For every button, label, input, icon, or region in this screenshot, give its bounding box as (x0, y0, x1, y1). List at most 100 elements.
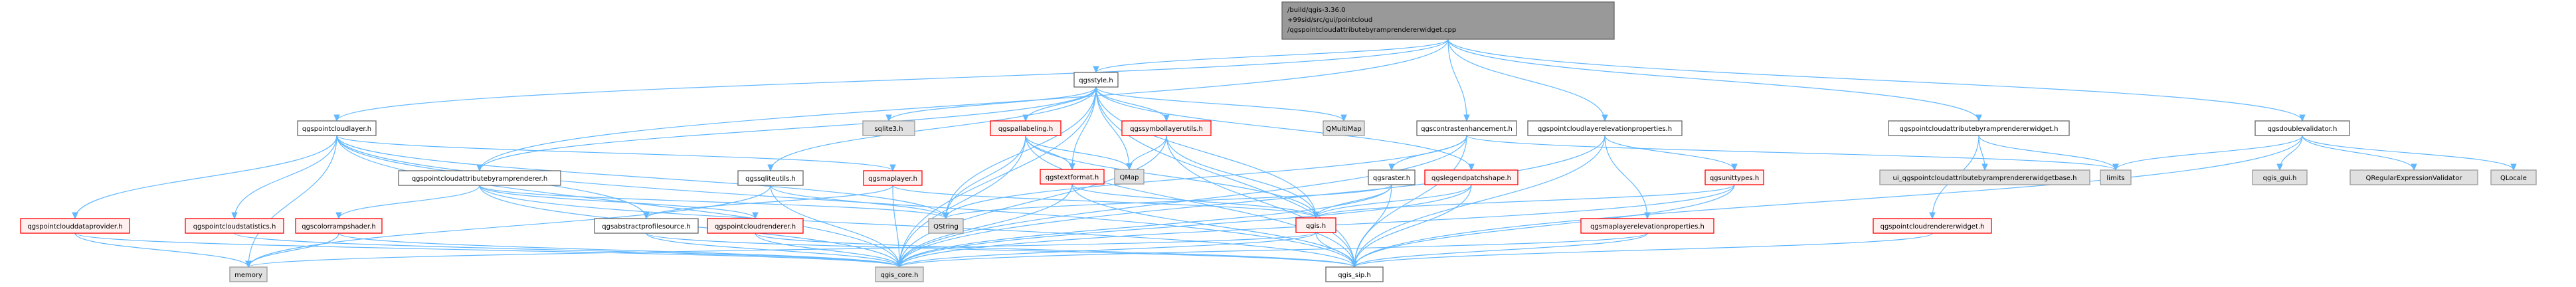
node-qgssqliteutils[interactable]: qgssqliteutils.h (737, 170, 804, 186)
edge-qgscontrastenhancement-to-limits (1466, 135, 2116, 171)
node-qgis_sip[interactable]: qgis_sip.h (1325, 266, 1384, 282)
node-label: qgspointcloudrenderer.h (715, 223, 796, 231)
node-label: qgsmaplayerelevationproperties.h (1590, 223, 1704, 231)
arrowhead-icon (1163, 114, 1170, 122)
arrowhead-icon (896, 260, 903, 268)
arrowhead-icon (1929, 212, 1936, 220)
edge-root-to-qgspointcloudattributebyramprenderer (479, 39, 1449, 171)
node-qgssymbollayerutils[interactable]: qgssymbollayerutils.h (1121, 120, 1212, 136)
edge-qgspallabeling-to-qgis_core (899, 135, 1026, 268)
node-label: QRegularExpressionValidator (2366, 175, 2463, 182)
edge-qgsdoublevalidator-to-QLocale (2302, 135, 2514, 171)
edge-qgspointcloudattributebyramprenderer-to-QString (479, 185, 947, 219)
node-qgspointcloudattributebyramprenderer[interactable]: qgspointcloudattributebyramprenderer.h (398, 170, 561, 186)
node-qgsraster[interactable]: qgsraster.h (1368, 169, 1416, 185)
node-label: limits (2106, 175, 2124, 182)
node-label: qgsraster.h (1373, 175, 1410, 182)
node-qgsmaplayerelevationproperties[interactable]: qgsmaplayerelevationproperties.h (1580, 218, 1714, 234)
node-qgis[interactable]: qgis.h (1295, 217, 1336, 233)
edge-qgspointcloudlayer-to-qgspointclouddataprovider (74, 135, 337, 219)
node-qgsabstractprofilesource[interactable]: qgsabstractprofilesource.h (594, 218, 699, 234)
edge-qgspallabeling-to-QMap (1025, 135, 1130, 170)
arrowhead-icon (333, 114, 340, 122)
edge-qgspointcloudattributebyramprenderer-to-qgscolorrampshader (338, 185, 480, 219)
edge-qgspointcloudrenderer-to-qgis_sip (755, 233, 1355, 268)
node-label: qgspallabeling.h (998, 126, 1053, 133)
node-qgsmaplayer[interactable]: qgsmaplayer.h (863, 170, 923, 186)
node-box (1888, 120, 2070, 136)
nodes-layer: /build/qgis-3.36.0+99sid/src/gui/pointcl… (20, 1, 2537, 282)
node-qgsdoublevalidator[interactable]: qgsdoublevalidator.h (2254, 120, 2350, 136)
node-label: qgsstyle.h (1079, 77, 1113, 84)
node-label: sqlite3.h (874, 126, 903, 133)
arrowhead-icon (1976, 114, 1982, 122)
node-label: qgspointcloudrendererwidget.h (1881, 223, 1985, 231)
node-qgscontrastenhancement[interactable]: qgscontrastenhancement.h (1416, 120, 1517, 136)
node-box (1323, 120, 1365, 136)
node-sqlite3: sqlite3.h (862, 120, 915, 136)
node-qgslegendpatchshape[interactable]: qgslegendpatchshape.h (1424, 169, 1518, 185)
node-QRegularExpressionValidator: QRegularExpressionValidator (2349, 169, 2478, 185)
edge-qgspointcloudrendererwidget-to-qgis_sip (1354, 233, 1933, 268)
node-root: /build/qgis-3.36.0+99sid/src/gui/pointcl… (1281, 1, 1615, 40)
edges-layer (72, 39, 2517, 268)
node-box (185, 218, 284, 234)
node-box (862, 120, 915, 136)
arrowhead-icon (943, 212, 949, 220)
node-label: QString (933, 223, 959, 231)
edge-qgscolorrampshader-to-qgis_core (338, 233, 900, 268)
node-qgspointcloudrenderer[interactable]: qgspointcloudrenderer.h (707, 218, 804, 234)
edge-qgsmaplayer-to-qgis_core (892, 185, 900, 268)
node-qgscolorrampshader[interactable]: qgscolorrampshader.h (295, 218, 383, 234)
node-label: memory (234, 272, 262, 279)
edge-qgsstyle-to-qgssymbollayerutils (1095, 86, 1167, 122)
edge-qgsstyle-to-qgis_core (899, 86, 1097, 268)
node-box (295, 218, 383, 234)
node-qgspointcloudrendererwidget[interactable]: qgspointcloudrendererwidget.h (1873, 218, 1992, 234)
edge-qgsstyle-to-qgis_sip (1095, 86, 1355, 268)
node-qgspointcloudattributebyramprendererwidget[interactable]: qgspointcloudattributebyramprendererwidg… (1888, 120, 2070, 136)
node-qgstextformat[interactable]: qgstextformat.h (1040, 169, 1105, 185)
edge-qgsmaplayerelevationproperties-to-qgis_core (899, 233, 1648, 268)
edge-qgsdoublevalidator-to-limits (2115, 135, 2303, 171)
node-qgspointcloudlayer[interactable]: qgspointcloudlayer.h (297, 120, 377, 136)
node-qgspointcloudlayerelevationproperties[interactable]: qgspointcloudlayerelevationproperties.h (1527, 120, 1683, 136)
node-label: /qgspointcloudattributebyramprendererwid… (1287, 27, 1456, 34)
arrowhead-icon (231, 212, 238, 220)
edge-qgspallabeling-to-qgis (1025, 135, 1317, 219)
node-box (1295, 217, 1336, 233)
edge-qgsabstractprofilesource-to-qgis_sip (646, 233, 1355, 268)
edge-qgspointcloudlayer-to-qgis_core (336, 135, 900, 268)
node-label: qgsdoublevalidator.h (2268, 126, 2338, 133)
edge-qgsraster-to-qgis (1315, 184, 1392, 219)
node-qgsunittypes[interactable]: qgsunittypes.h (1704, 169, 1764, 185)
node-qgspointclouddataprovider[interactable]: qgspointclouddataprovider.h (20, 218, 130, 234)
node-box (1704, 169, 1764, 185)
edge-qgsraster-to-qgis_core (899, 184, 1392, 268)
edge-root-to-qgspointcloudlayerelevationproperties (1447, 39, 1606, 122)
node-label: qgscolorrampshader.h (302, 223, 376, 231)
node-label: +99sid/src/gui/pointcloud (1287, 17, 1372, 24)
node-qgspointcloudstatistics[interactable]: qgspointcloudstatistics.h (185, 218, 284, 234)
edge-qgsstyle-to-qgspointcloudattributebyramprenderer (479, 86, 1097, 171)
arrowhead-icon (72, 212, 78, 220)
edge-qgspointcloudattributebyramprenderer-to-qgspointcloudrenderer (479, 185, 756, 219)
node-label: qgspointclouddataprovider.h (27, 223, 122, 231)
arrowhead-icon (2510, 163, 2517, 171)
node-box (1527, 120, 1683, 136)
arrowhead-icon (1981, 163, 1988, 171)
node-qgspallabeling[interactable]: qgspallabeling.h (990, 120, 1061, 136)
edge-qgsunittypes-to-qgis (1315, 184, 1735, 219)
arrowhead-icon (1340, 114, 1347, 122)
node-qgsstyle[interactable]: qgsstyle.h (1073, 72, 1119, 88)
edge-qgspointclouddataprovider-to-qgis_core (74, 233, 900, 268)
node-QString: QString (928, 218, 964, 234)
node-box (928, 218, 964, 234)
edge-qgslegendpatchshape-to-qgis (1315, 184, 1472, 219)
node-box (2254, 120, 2350, 136)
node-box (1873, 218, 1992, 234)
edge-qgspointcloudlayer-to-memory (248, 135, 337, 268)
node-box (1424, 169, 1518, 185)
edge-qgspallabeling-to-QString (945, 135, 1026, 219)
